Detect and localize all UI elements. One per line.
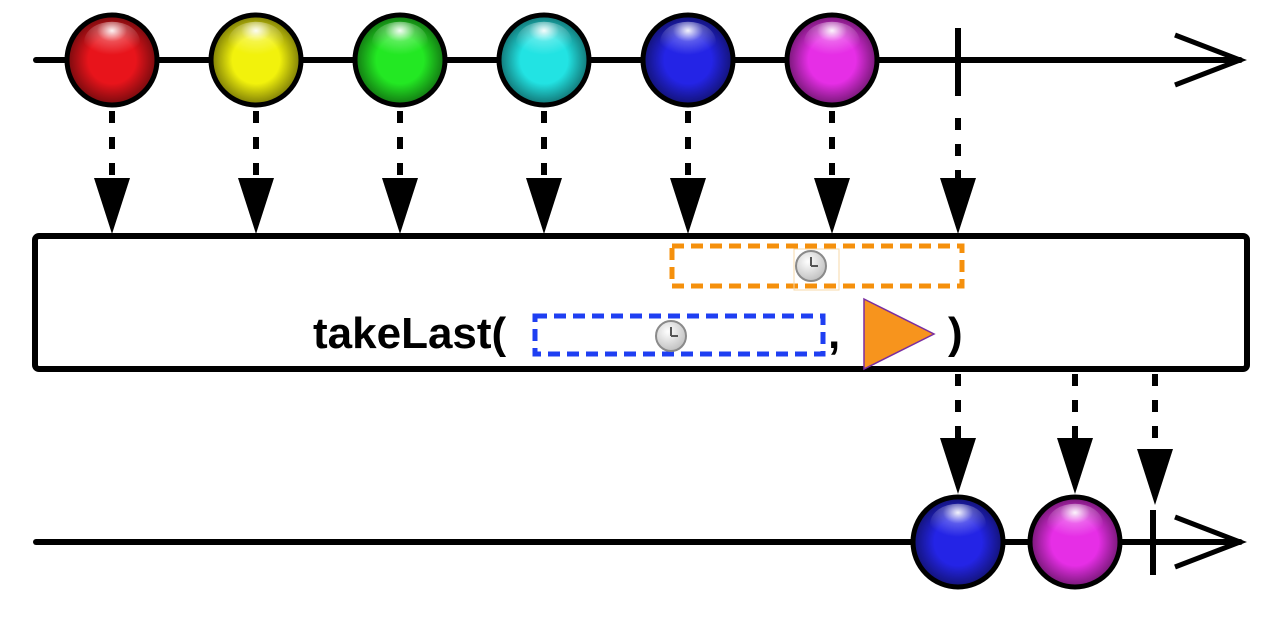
result-timeline — [33, 494, 1247, 590]
blue-marble — [640, 12, 736, 108]
green-marble — [352, 12, 448, 108]
clock-icon-highlight — [793, 248, 840, 291]
input-arrow — [382, 111, 418, 234]
completion-input-arrow — [940, 118, 976, 234]
result-timeline-arrowhead — [1174, 514, 1247, 570]
output-arrows — [940, 374, 1173, 505]
duration-argument-box — [532, 313, 826, 357]
blue-marble — [910, 494, 1006, 590]
magenta-marble — [1027, 494, 1123, 590]
operator-name: takeLast( — [313, 309, 507, 358]
result-marbles — [910, 494, 1123, 590]
input-arrow — [526, 111, 562, 234]
output-arrow — [1057, 374, 1093, 494]
input-arrow — [94, 111, 130, 234]
source-timeline-arrowhead — [1174, 32, 1247, 88]
source-timeline — [33, 12, 1247, 108]
cyan-marble — [496, 12, 592, 108]
operator-close-paren: ) — [948, 309, 963, 358]
source-marbles — [64, 12, 880, 108]
argument-separator: , — [828, 309, 840, 358]
operator-box-frame — [32, 233, 1250, 372]
input-arrow — [238, 111, 274, 234]
input-arrow — [670, 111, 706, 234]
clock-icon — [655, 320, 687, 352]
completion-output-arrow — [1137, 374, 1173, 505]
operator-box: takeLast( , ) — [32, 233, 1250, 372]
yellow-marble — [208, 12, 304, 108]
magenta-marble — [784, 12, 880, 108]
output-arrow — [940, 374, 976, 494]
input-arrow — [814, 111, 850, 234]
input-arrows — [94, 111, 976, 234]
time-window-box — [669, 243, 965, 289]
orange-triangle-icon — [863, 297, 936, 371]
clock-icon — [795, 250, 827, 282]
red-marble — [64, 12, 160, 108]
